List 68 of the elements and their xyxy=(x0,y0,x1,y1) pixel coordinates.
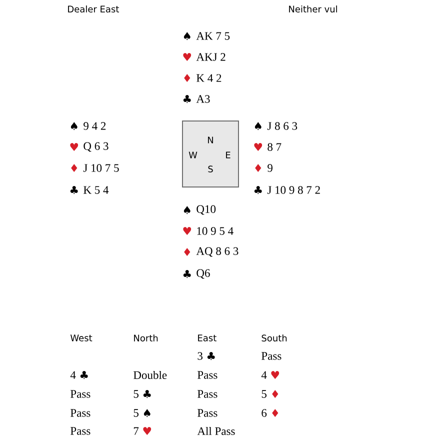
bid: 5 xyxy=(134,390,138,398)
column-heading: East xyxy=(198,334,216,342)
card-holding: K 4 2 xyxy=(196,74,222,82)
bid: 5 xyxy=(134,409,138,417)
heading: Dealer East xyxy=(68,6,119,12)
suit-symbol: ♣ xyxy=(143,390,151,398)
suit-symbol: ♠ xyxy=(254,122,262,130)
column-heading: South xyxy=(262,334,287,342)
bid: Pass xyxy=(262,352,282,360)
compass-letter: W xyxy=(188,152,198,158)
card-holding: J 8 6 3 xyxy=(267,122,298,130)
card-holding: 9 xyxy=(268,164,272,172)
bid: 7 xyxy=(134,427,139,435)
bid: All Pass xyxy=(197,426,235,436)
suit-symbol: ♦ xyxy=(71,164,78,172)
card-holding: J 10 7 5 xyxy=(83,164,119,172)
bid: 4 xyxy=(70,371,76,379)
suit-symbol: ♥ xyxy=(183,227,192,235)
suit-symbol: ♣ xyxy=(207,352,215,360)
card-holding: AKJ 2 xyxy=(196,53,226,61)
card-holding: J 10 9 8 7 2 xyxy=(267,186,320,194)
bid: 4 xyxy=(261,371,267,379)
bid: 5 xyxy=(262,390,266,398)
suit-symbol: ♦ xyxy=(272,409,278,417)
card-holding: A3 xyxy=(196,95,210,103)
column-heading: North xyxy=(134,334,158,342)
suit-symbol: ♥ xyxy=(70,143,78,151)
compass-letter: E xyxy=(226,152,230,158)
suit-symbol: ♦ xyxy=(272,390,278,398)
suit-symbol: ♣ xyxy=(254,186,262,194)
card-holding: AK 7 5 xyxy=(196,32,230,40)
bid: Pass xyxy=(70,427,90,435)
suit-symbol: ♠ xyxy=(70,122,78,130)
card-holding: Q 6 3 xyxy=(84,142,108,152)
card-holding: 9 4 2 xyxy=(84,122,106,130)
suit-symbol: ♥ xyxy=(183,53,192,61)
suit-symbol: ♠ xyxy=(184,32,190,40)
suit-symbol: ♥ xyxy=(271,371,280,379)
card-holding: K 5 4 xyxy=(84,186,109,194)
suit-symbol: ♣ xyxy=(183,270,191,278)
card-holding: Q6 xyxy=(196,269,210,279)
card-holding: 8 7 xyxy=(268,143,282,151)
compass-box xyxy=(182,120,239,188)
bid: Pass xyxy=(198,390,218,398)
suit-symbol: ♦ xyxy=(184,248,190,256)
suit-symbol: ♦ xyxy=(255,164,262,172)
suit-symbol: ♥ xyxy=(254,143,262,151)
suit-symbol: ♣ xyxy=(183,95,191,103)
suit-symbol: ♣ xyxy=(70,186,78,194)
bid: Pass xyxy=(198,371,218,379)
card-holding: 10 9 5 4 xyxy=(197,227,234,235)
column-heading: West xyxy=(70,334,92,342)
suit-symbol: ♠ xyxy=(144,409,150,417)
bid: Pass xyxy=(70,409,90,417)
suit-symbol: ♥ xyxy=(143,427,152,435)
card-holding: Q10 xyxy=(196,205,216,215)
bid: Pass xyxy=(70,390,90,398)
compass-letter: N xyxy=(208,136,213,144)
suit-symbol: ♣ xyxy=(80,371,88,379)
card-holding: AQ 8 6 3 xyxy=(196,247,238,257)
bid: 6 xyxy=(262,409,267,417)
suit-symbol: ♠ xyxy=(184,206,190,214)
bid: 3 xyxy=(198,352,202,360)
bid: Pass xyxy=(198,409,218,417)
suit-symbol: ♦ xyxy=(184,74,190,82)
bid: Double xyxy=(134,370,167,380)
compass-letter: S xyxy=(208,166,213,172)
heading: Neither vul xyxy=(289,6,337,12)
